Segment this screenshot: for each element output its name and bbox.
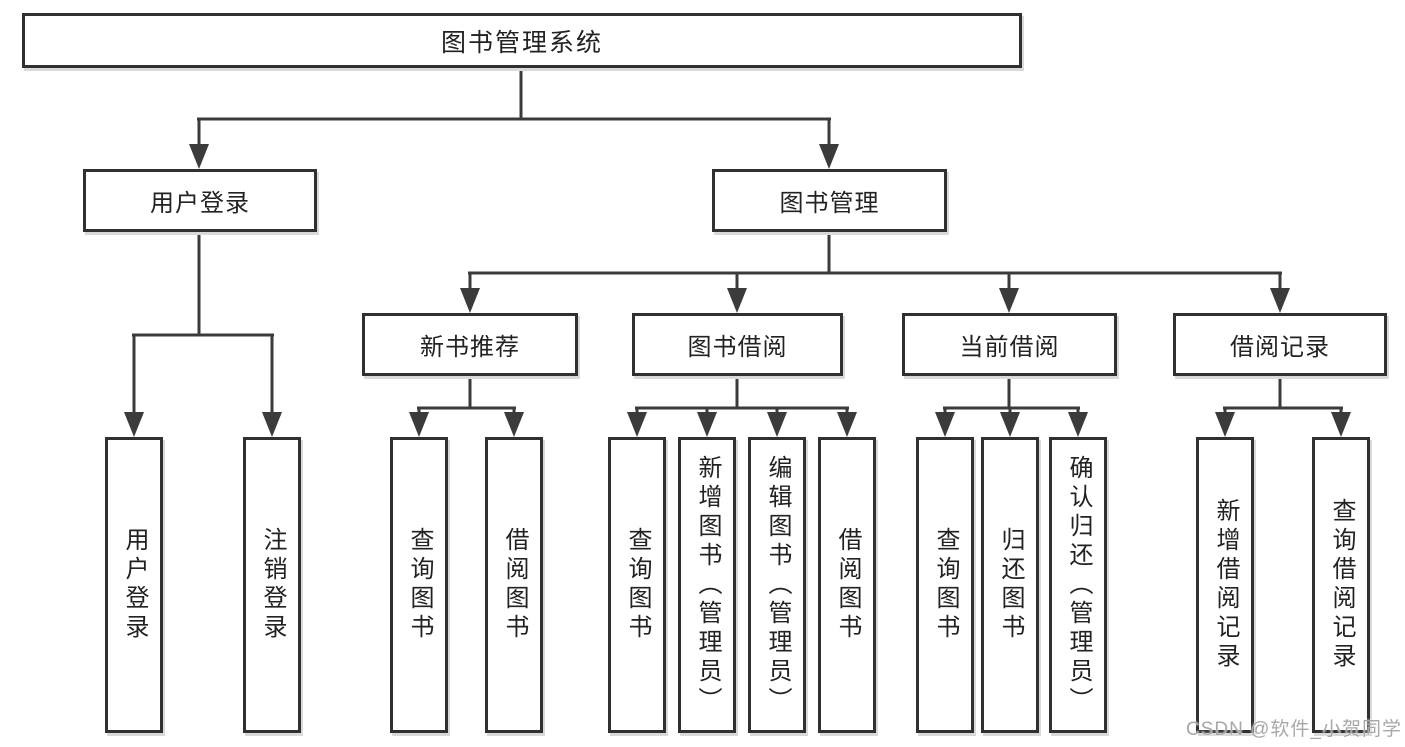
watermark: CSDN @软件_小贺同学 [1186,719,1402,740]
node-borrowing-records-label: 借阅记录 [1230,334,1330,361]
leaf-return-books-label: 归还图书 [997,527,1024,643]
node-root-label: 图书管理系统 [440,28,603,57]
leaf-user-login: 用户登录 [105,437,163,733]
leaf-borrow-books-borrowing-label: 借阅图书 [834,527,861,643]
leaf-query-books-borrowing: 查询图书 [608,437,666,733]
leaf-edit-books-admin: 编辑图书（管理员） [748,437,806,733]
leaf-confirm-return-admin-label: 确认归还（管理员） [1065,454,1092,716]
leaf-query-books-current: 查询图书 [916,437,974,733]
leaf-query-books-borrowing-label: 查询图书 [624,527,651,643]
leaf-query-borrow-record-label: 查询借阅记录 [1328,498,1355,672]
node-current-borrowing-label: 当前借阅 [959,334,1060,361]
node-new-book-recommendation-label: 新书推荐 [420,334,520,361]
leaf-logout-label: 注销登录 [259,527,286,643]
node-user-login-label: 用户登录 [150,190,250,217]
node-user-login: 用户登录 [83,169,317,232]
node-book-borrowing: 图书借阅 [632,313,843,376]
leaf-borrow-books-borrowing: 借阅图书 [818,437,876,733]
node-book-borrowing-label: 图书借阅 [687,334,788,361]
leaf-add-books-admin: 新增图书（管理员） [678,437,736,733]
node-root: 图书管理系统 [22,13,1022,68]
leaf-add-borrow-record-label: 新增借阅记录 [1212,498,1239,672]
leaf-query-books-recommend-label: 查询图书 [406,527,433,643]
leaf-confirm-return-admin: 确认归还（管理员） [1049,437,1107,733]
leaf-add-books-admin-label: 新增图书（管理员） [694,454,721,716]
leaf-borrow-books-recommend-label: 借阅图书 [501,527,528,643]
leaf-query-books-current-label: 查询图书 [932,527,959,643]
node-current-borrowing: 当前借阅 [902,313,1117,376]
leaf-borrow-books-recommend: 借阅图书 [485,437,543,733]
leaf-query-books-recommend: 查询图书 [390,437,448,733]
node-book-management: 图书管理 [712,169,947,232]
leaf-logout: 注销登录 [243,437,301,733]
leaf-edit-books-admin-label: 编辑图书（管理员） [764,454,791,716]
leaf-query-borrow-record: 查询借阅记录 [1312,437,1370,733]
node-book-management-label: 图书管理 [779,190,880,217]
leaf-return-books: 归还图书 [981,437,1039,733]
leaf-user-login-label: 用户登录 [121,527,148,643]
node-new-book-recommendation: 新书推荐 [362,313,578,376]
node-borrowing-records: 借阅记录 [1173,313,1387,376]
leaf-add-borrow-record: 新增借阅记录 [1196,437,1254,733]
